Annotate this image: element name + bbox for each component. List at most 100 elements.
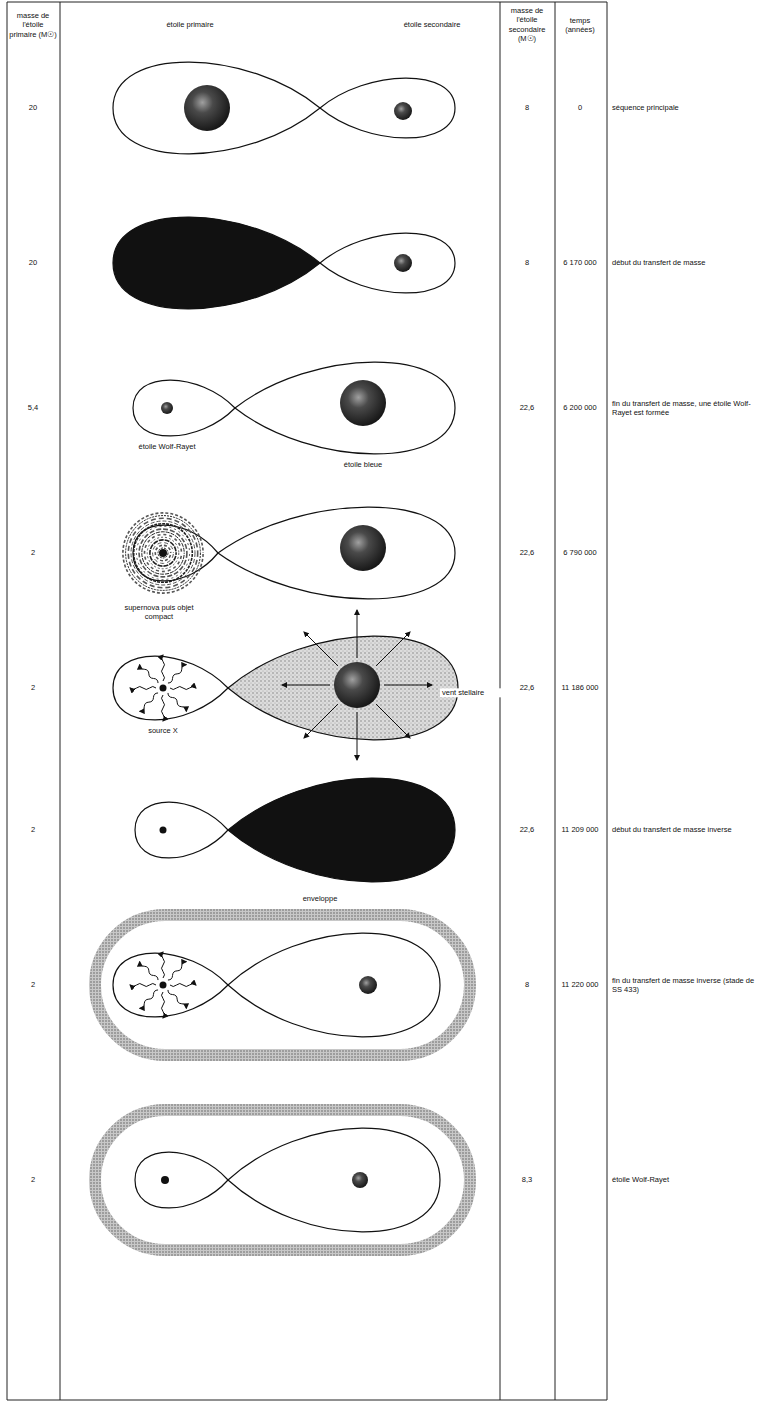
column-header: temps (années) — [556, 16, 604, 35]
column-header: étoile primaire — [166, 20, 213, 29]
stage-description: début du transfert de masse inverse — [612, 825, 764, 834]
star — [161, 402, 173, 414]
supernova-shell — [142, 532, 184, 574]
emission-arrow — [170, 687, 196, 690]
star — [334, 662, 380, 708]
time-value: 11 186 000 — [562, 683, 599, 692]
roche-lobe — [228, 778, 455, 882]
star — [340, 380, 386, 426]
star — [394, 254, 412, 272]
supernova-shell — [147, 537, 179, 569]
roche-lobe — [235, 362, 455, 454]
secondary-mass: 22,6 — [520, 548, 535, 557]
roche-lobe — [113, 217, 320, 309]
primary-mass: 2 — [31, 548, 35, 557]
supernova-shell — [153, 543, 174, 564]
emission-arrow — [168, 962, 186, 980]
time-value: 0 — [578, 103, 582, 112]
emission-arrow — [162, 695, 165, 721]
roche-lobe — [135, 802, 228, 858]
stage-description: fin du transfert de masse, une étoile Wo… — [612, 399, 764, 418]
stage-description: fin du transfert de masse inverse (stade… — [612, 976, 764, 995]
emission-arrow — [140, 962, 158, 980]
emission-arrow — [140, 665, 158, 683]
supernova-shell — [145, 535, 182, 572]
secondary-mass: 8 — [525, 980, 529, 989]
star — [359, 976, 377, 994]
column-header: étoile secondaire — [404, 20, 461, 29]
roche-lobe — [133, 380, 235, 436]
supernova-shell — [139, 529, 187, 577]
roche-lobe — [113, 656, 228, 720]
emission-arrow — [130, 687, 156, 690]
star-label: étoile bleue — [342, 460, 384, 469]
star-label: supernova puis objet compact — [121, 603, 197, 622]
stage-description: séquence principale — [612, 103, 764, 112]
emission-arrow — [162, 952, 165, 978]
emission-arrow — [304, 632, 338, 666]
column-header: masse de l'étoile secondaire (M☉) — [501, 6, 553, 44]
emission-arrow — [357, 712, 358, 760]
emission-arrow — [376, 704, 410, 738]
roche-lobe — [228, 1128, 440, 1232]
roche-lobe — [228, 636, 458, 740]
emission-arrow — [304, 704, 338, 738]
common-envelope — [95, 915, 470, 1055]
emission-arrow — [282, 685, 330, 686]
column-header: masse de l'étoile primaire (M☉) — [8, 11, 58, 39]
time-value: 6 170 000 — [563, 258, 596, 267]
emission-arrow — [162, 655, 165, 681]
table-rules — [7, 2, 607, 1400]
emission-arrow — [168, 665, 186, 683]
roche-lobe — [228, 933, 440, 1037]
roche-lobe — [320, 233, 455, 293]
emission-arrow — [168, 990, 186, 1008]
emission-arrow — [162, 992, 165, 1018]
primary-mass: 20 — [29, 258, 37, 267]
star-label: étoile Wolf-Rayet — [137, 442, 198, 451]
supernova-shell — [126, 516, 201, 591]
supernova-shell — [150, 540, 176, 566]
primary-mass: 20 — [29, 103, 37, 112]
supernova-shell — [123, 513, 203, 593]
time-value: 11 220 000 — [562, 980, 599, 989]
compact-object — [160, 827, 167, 834]
primary-mass: 2 — [31, 980, 35, 989]
compact-object — [160, 685, 167, 692]
time-value: 11 209 000 — [562, 825, 599, 834]
emission-arrow — [357, 610, 358, 658]
supernova-shell — [158, 548, 168, 558]
star-label: vent stellaire — [440, 688, 502, 697]
star — [352, 1172, 368, 1188]
secondary-mass: 8 — [525, 258, 529, 267]
supernova-shell — [155, 545, 170, 560]
roche-lobe — [113, 62, 320, 154]
roche-lobe — [135, 1152, 228, 1208]
roche-lobe — [320, 78, 455, 138]
compact-object — [159, 549, 167, 557]
star — [340, 525, 386, 571]
time-value: 6 790 000 — [563, 548, 596, 557]
primary-mass: 2 — [31, 825, 35, 834]
supernova-shell — [128, 518, 197, 587]
emission-arrow — [140, 693, 158, 711]
secondary-mass: 22,6 — [520, 825, 535, 834]
secondary-mass: 8,3 — [522, 1175, 532, 1184]
secondary-mass: 22,6 — [520, 403, 535, 412]
secondary-mass: 22,6 — [520, 683, 535, 692]
emission-arrow — [140, 990, 158, 1008]
stage-description: début du transfert de masse — [612, 258, 764, 267]
emission-arrow — [384, 685, 432, 686]
time-value: 6 200 000 — [563, 403, 596, 412]
compact-object — [160, 982, 167, 989]
compact-object — [161, 1176, 169, 1184]
roche-lobe — [113, 953, 228, 1017]
supernova-shell — [136, 526, 189, 579]
supernova-shell — [131, 521, 195, 585]
emission-arrow — [130, 984, 156, 987]
star-label: source X — [146, 726, 180, 735]
emission-arrow — [168, 693, 186, 711]
roche-lobe — [218, 507, 455, 599]
emission-arrow — [170, 984, 196, 987]
